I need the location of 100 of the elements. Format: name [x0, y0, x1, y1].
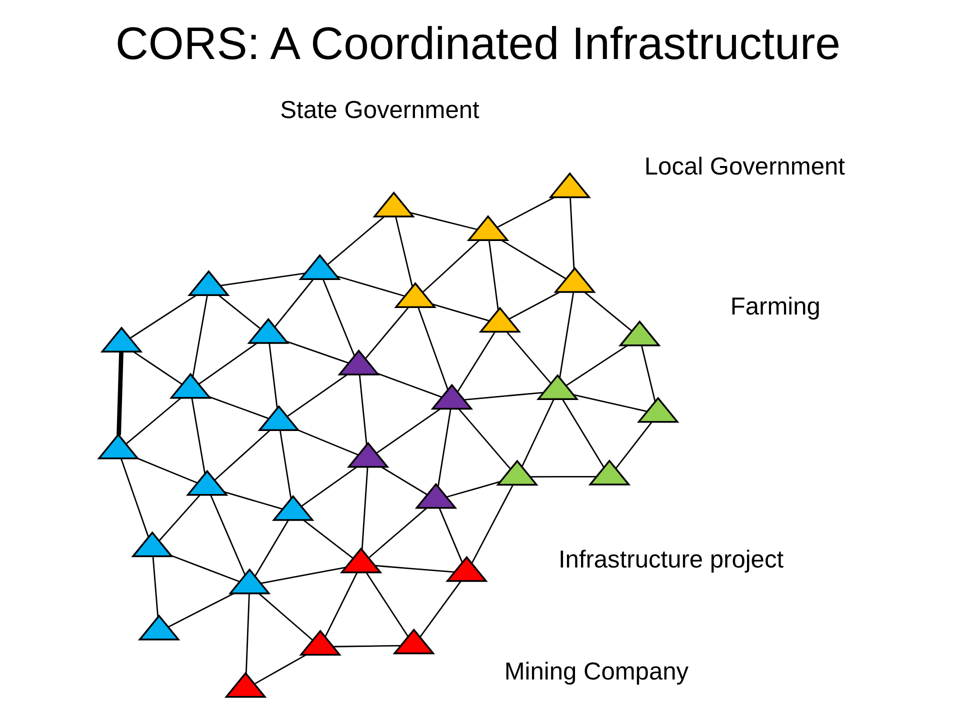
label: Local Government [644, 153, 844, 180]
connector [419, 580, 461, 638]
label: Infrastructure project [558, 546, 784, 574]
node-triangle [553, 266, 596, 293]
node-triangle [298, 254, 340, 280]
connector [136, 458, 197, 484]
connector [417, 307, 448, 390]
node-triangle [337, 349, 380, 376]
connector [458, 408, 510, 470]
connector [158, 494, 200, 541]
node-triangle [618, 320, 660, 346]
node-triangle [246, 318, 289, 344]
node-triangle [298, 630, 341, 656]
connector [152, 556, 158, 618]
connector [192, 295, 208, 377]
connector [132, 351, 182, 385]
connector [376, 408, 440, 454]
connector [198, 342, 257, 385]
connector [244, 594, 250, 674]
connector [374, 564, 454, 573]
connector [125, 398, 181, 445]
connector [438, 508, 462, 563]
connector [286, 340, 348, 364]
node-triangle [372, 191, 414, 218]
label: Mining Company [504, 658, 688, 686]
node-triangle [548, 172, 590, 198]
connector [562, 399, 604, 468]
label: State Government [280, 97, 479, 124]
node-triangle [271, 494, 314, 521]
connector [332, 645, 400, 648]
node-triangle [339, 547, 382, 574]
connector [500, 240, 566, 280]
label: Farming [730, 294, 820, 321]
connector [298, 430, 358, 456]
node-triangle [430, 384, 473, 410]
connector [324, 572, 358, 638]
connector [274, 279, 313, 328]
connector [268, 343, 278, 408]
node-triangle [100, 326, 142, 352]
connector [376, 372, 442, 398]
connector [572, 394, 646, 412]
connector [218, 295, 260, 330]
connector [380, 466, 427, 496]
connector [116, 352, 123, 436]
connector [224, 491, 282, 510]
connector [336, 276, 404, 297]
node-triangle [187, 270, 230, 296]
node-triangle [137, 614, 180, 640]
connector [422, 240, 480, 293]
node-triangle [130, 531, 173, 558]
connector [208, 396, 268, 420]
node-triangle [186, 470, 228, 496]
node-triangle [478, 306, 521, 333]
connector [365, 572, 408, 637]
connector [569, 197, 574, 268]
connector [286, 374, 347, 417]
connector [506, 332, 552, 384]
node-triangle [466, 215, 509, 241]
node-triangle [257, 405, 300, 432]
connector [566, 344, 628, 386]
connector [254, 520, 288, 576]
connector [437, 408, 451, 486]
connector [260, 566, 346, 584]
connector [302, 520, 353, 559]
connector [470, 484, 513, 564]
connector [358, 374, 367, 445]
connector [326, 216, 384, 266]
connector [300, 466, 356, 507]
connector [584, 292, 632, 332]
diagram-title: CORS: A Coordinated Infrastructure [114, 18, 840, 69]
node-triangle [536, 374, 578, 400]
connector [368, 508, 426, 558]
connector [190, 398, 206, 474]
connector [456, 332, 495, 392]
node-triangle [168, 372, 212, 399]
connector [614, 422, 652, 469]
node-triangle [636, 396, 679, 423]
connector [209, 494, 246, 576]
node-triangle [224, 672, 266, 698]
connector [558, 292, 574, 378]
connector [530, 476, 596, 478]
connector [521, 398, 554, 467]
node-triangle [96, 433, 139, 460]
node-triangle [394, 282, 436, 308]
connector [508, 291, 560, 320]
node-triangle [228, 568, 270, 594]
connector [496, 196, 554, 228]
connector [432, 304, 489, 322]
connector [254, 654, 306, 684]
node-triangle [392, 628, 435, 654]
connector [360, 467, 368, 550]
node-triangle [588, 459, 630, 486]
connector [409, 212, 477, 230]
connector [170, 555, 239, 582]
connector [168, 592, 234, 628]
connector [258, 593, 313, 641]
connector [488, 240, 498, 310]
node-triangle [496, 460, 538, 486]
connector [214, 430, 270, 481]
node-triangle [445, 556, 488, 582]
